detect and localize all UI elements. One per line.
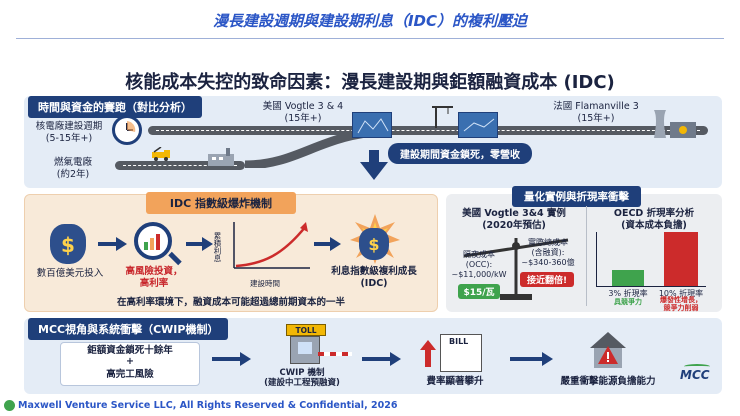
toll-booth-icon xyxy=(290,336,320,364)
oecd-baseline xyxy=(596,286,706,287)
bill-icon: BILL xyxy=(440,334,482,372)
down-arrow-shaft xyxy=(369,150,379,164)
completion-risk-label: 高完工風險 xyxy=(106,369,154,380)
toll-sign: TOLL xyxy=(286,324,326,336)
low-discount-bar xyxy=(612,270,644,286)
balance-scale-icon xyxy=(463,238,569,300)
interest-growth-curve xyxy=(233,222,310,269)
total-cost-tag: 接近翻倍! xyxy=(520,272,574,287)
mcc-arrow-3 xyxy=(542,352,553,366)
flow-arrow-shaft-3 xyxy=(314,242,332,246)
vogtle-example-title: 美國 Vogtle 3&4 實例 (2020年預估) xyxy=(462,208,566,231)
flow-arrow-shaft-2 xyxy=(186,242,204,246)
mcc-logo-swoosh xyxy=(684,364,710,369)
flow-arrow-1 xyxy=(116,237,127,251)
oecd-axis xyxy=(596,232,597,286)
oecd-title: OECD 折現率分析 (資本成本負擔) xyxy=(613,208,695,231)
rate-up-arrow-shaft xyxy=(425,349,431,367)
blueprint-icon xyxy=(352,112,392,138)
footer-copyright: Maxwell Venture Service LLC, All Rights … xyxy=(18,400,398,411)
nuclear-cycle-label: 核電廠建設週期 (5-15年+) xyxy=(35,121,103,144)
explosion-money-icon: $ xyxy=(350,214,400,264)
occ-label: 隔夜成本 (OCC): ~$11,000/kW xyxy=(451,250,507,279)
flow-arrow-shaft-1 xyxy=(98,242,118,246)
title-divider xyxy=(16,38,724,39)
mcc-arrow-shaft-2 xyxy=(362,357,392,361)
money-bag-icon: $ xyxy=(50,224,86,264)
high-discount-sub: 爆發性增長， 競爭力削弱 xyxy=(660,296,702,312)
cwip-label: CWIP 機制 (建設中工程預融資) xyxy=(264,368,340,388)
y-axis-label: 累積利息 xyxy=(213,232,222,262)
flow-arrow-2 xyxy=(202,237,213,251)
mcc-heading: MCC視角與系統衝擊（CWIP機制） xyxy=(28,318,229,340)
blueprint-icon-2 xyxy=(458,112,498,138)
investment-label: 數百億美元投入 xyxy=(36,268,104,279)
idc-heading: IDC 指數級爆炸機制 xyxy=(146,192,296,214)
construction-truck-icon xyxy=(150,146,172,161)
mcc-arrow-1 xyxy=(240,352,251,366)
vogtle-label: 美國 Vogtle 3 & 4 (15年+) xyxy=(262,101,344,124)
mcc-arrow-shaft-3 xyxy=(510,357,544,361)
mcc-arrow-2 xyxy=(390,352,401,366)
house-warning-icon xyxy=(588,330,628,370)
gas-plant-icon xyxy=(206,148,236,166)
timeline-heading: 時間與資金的賽跑（對比分析） xyxy=(28,96,202,118)
down-arrow-icon xyxy=(360,162,388,180)
low-discount-sub: 具競爭力 xyxy=(614,298,642,306)
idc-note: 在高利率環境下，融資成本可能超過總前期資本的一半 xyxy=(116,297,345,308)
capital-locked-badge: 建設期間資金鎖死，零營收 xyxy=(388,143,532,164)
slide-main-title: 核能成本失控的致命因素：漫長建設期與鉅額融資成本 (IDC) xyxy=(125,72,615,93)
high-risk-label: 高風險投資， 高利率 xyxy=(125,266,183,289)
mcc-logo: MCC xyxy=(680,368,710,382)
explosion-label: 利息指數級複利成長 (IDC) xyxy=(331,266,417,289)
gas-timeline-road xyxy=(115,161,245,170)
lock-label: 鉅額資金鎖死十餘年 xyxy=(87,345,173,356)
burden-label: 嚴重衝擊能源負擔能力 xyxy=(560,376,656,387)
magnifier-chart-icon xyxy=(134,222,172,260)
flow-arrow-3 xyxy=(330,237,341,251)
low-discount-label: 3% 折現率 xyxy=(608,289,648,298)
page-top-title: 漫長建設週期與建設期利息（IDC）的複利壓迫 xyxy=(212,12,528,30)
nuclear-timeline-road xyxy=(148,126,708,135)
clock-icon xyxy=(112,115,142,145)
plus-sign: + xyxy=(126,356,134,367)
rate-up-arrow-icon xyxy=(420,340,436,350)
rate-label: 費率顯著攀升 xyxy=(426,376,484,387)
nuclear-plant-icon xyxy=(650,108,700,138)
occ-tag: $15/瓦 xyxy=(458,284,500,299)
risk-box xyxy=(60,342,200,386)
total-cost-label: 實際總成本 (含融資): ~$340-360億 xyxy=(521,238,575,267)
quant-divider xyxy=(586,206,587,306)
high-discount-label: 10% 折現率 xyxy=(658,289,704,298)
toll-barrier xyxy=(318,352,352,356)
x-axis-label: 建設時間 xyxy=(250,279,280,288)
high-discount-bar xyxy=(664,232,698,286)
flamanville-label: 法國 Flamanville 3 (15年+) xyxy=(553,101,639,124)
gas-plant-label: 燃氣電廠 (約2年) xyxy=(53,157,92,180)
mcc-arrow-shaft-1 xyxy=(212,357,242,361)
quant-heading: 量化實例與折現率衝擊 xyxy=(512,186,641,207)
crane-icon xyxy=(430,104,454,128)
company-logo-icon xyxy=(4,400,15,411)
